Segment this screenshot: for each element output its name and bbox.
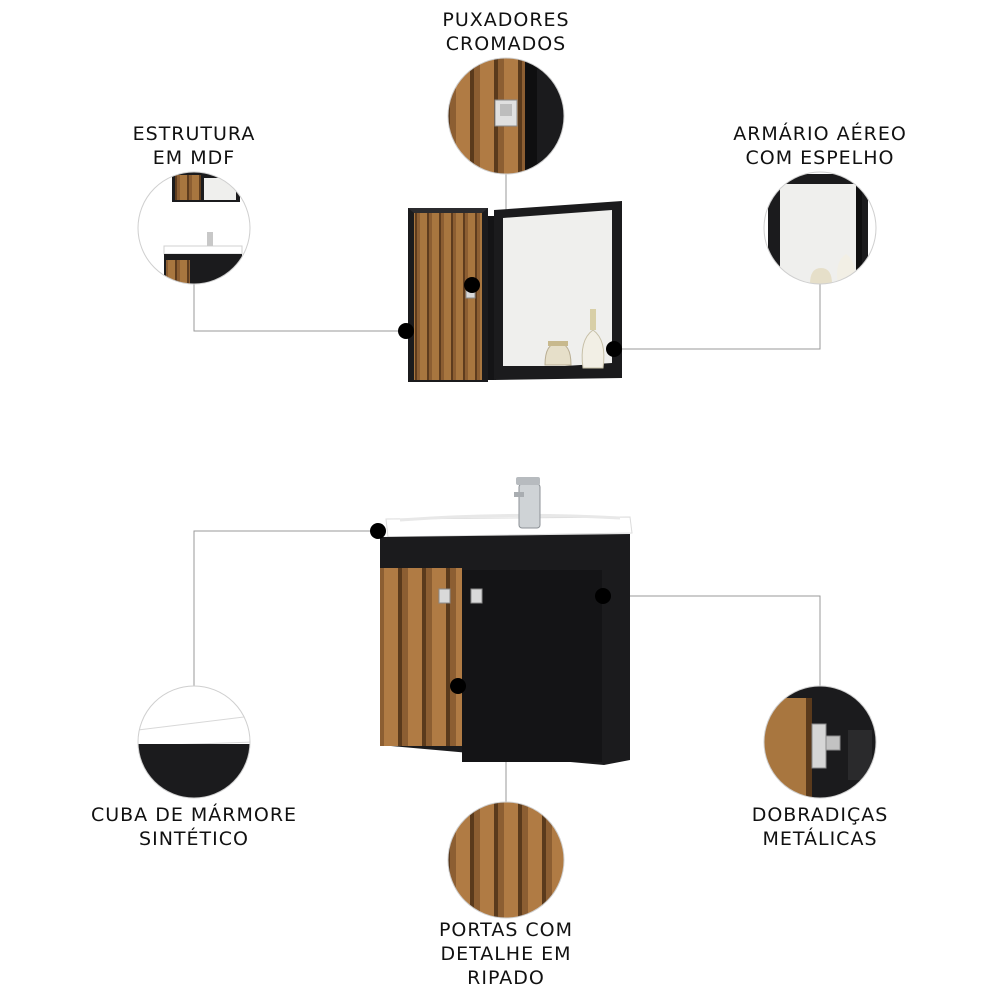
label-dobradicas: DOBRADIÇAS METÁLICAS	[720, 803, 920, 851]
label-line: SINTÉTICO	[139, 828, 249, 850]
label-puxadores: PUXADORES CROMADOS	[406, 8, 606, 56]
label-cuba: CUBA DE MÁRMORE SINTÉTICO	[84, 803, 304, 851]
callout-dots	[370, 277, 622, 694]
label-line: CROMADOS	[445, 33, 567, 55]
label-line: PUXADORES	[442, 9, 570, 31]
label-line: DETALHE EM	[440, 943, 572, 965]
label-armario: ARMÁRIO AÉREO COM ESPELHO	[700, 122, 940, 170]
label-line: DOBRADIÇAS	[751, 804, 889, 826]
detail-armario	[763, 171, 877, 285]
vanity-cabinet	[380, 477, 633, 765]
connector-cuba	[193, 530, 378, 686]
connector-armario	[614, 284, 821, 350]
label-line: RIPADO	[467, 967, 545, 989]
marble-basin	[385, 516, 633, 538]
door-handle-right	[470, 588, 483, 604]
label-line: CUBA DE MÁRMORE	[90, 804, 298, 826]
detail-puxadores	[447, 57, 565, 175]
label-portas: PORTAS COM DETALHE EM RIPADO	[406, 918, 606, 990]
connector-estrutura	[193, 284, 406, 332]
detail-cuba	[137, 685, 251, 799]
connector-dobradicas	[603, 595, 821, 686]
mirror	[503, 210, 612, 370]
label-line: ESTRUTURA	[132, 123, 256, 145]
faucet	[518, 483, 541, 529]
detail-dobradicas	[763, 685, 877, 799]
upper-cabinet	[408, 201, 622, 382]
label-line: EM MDF	[152, 147, 236, 169]
label-line: COM ESPELHO	[745, 147, 895, 169]
detail-portas	[447, 801, 565, 919]
label-estrutura: ESTRUTURA EM MDF	[94, 122, 294, 170]
door-handle-left	[438, 588, 451, 604]
label-line: PORTAS COM	[438, 919, 574, 941]
detail-estrutura	[137, 171, 251, 285]
label-line: METÁLICAS	[762, 828, 878, 850]
label-line: ARMÁRIO AÉREO	[733, 123, 907, 145]
